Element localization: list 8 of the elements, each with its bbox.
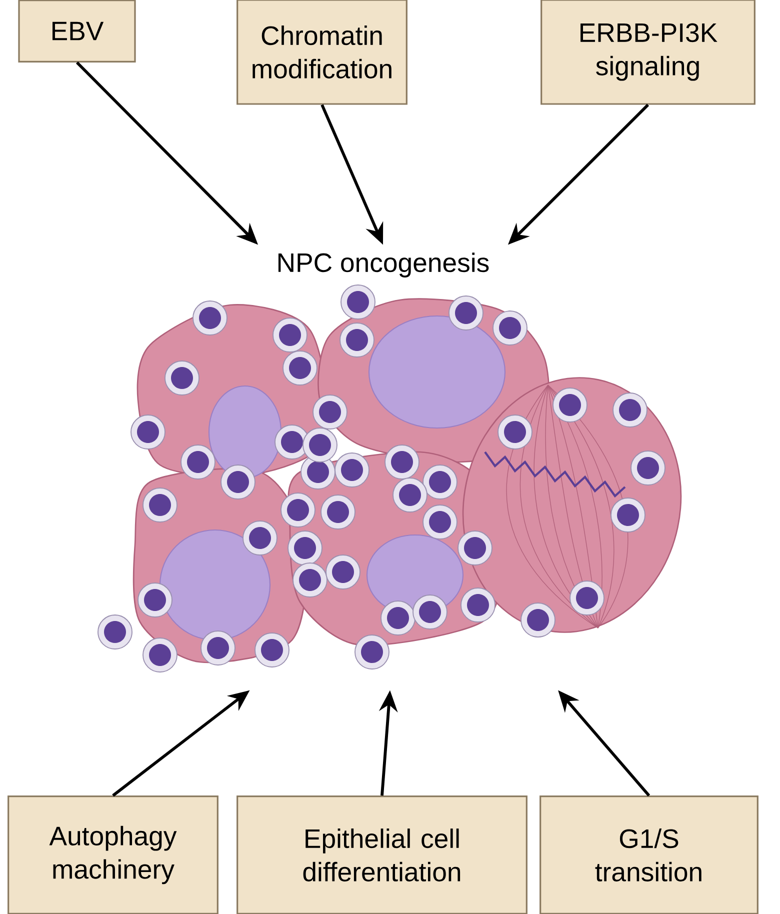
label-box: ERBB-PI3K signaling: [540, 0, 756, 105]
label-box: Epithelial cell differentiation: [236, 796, 528, 914]
label-box: G1/S transition: [540, 796, 758, 914]
cell-cluster-drawing: [98, 284, 682, 672]
label-box: EBV: [18, 0, 136, 62]
label-box: Autophagy machinery: [8, 796, 218, 914]
label-box: Chromatin modification: [236, 0, 408, 105]
caption-text: NPC oncogenesis: [278, 252, 489, 278]
